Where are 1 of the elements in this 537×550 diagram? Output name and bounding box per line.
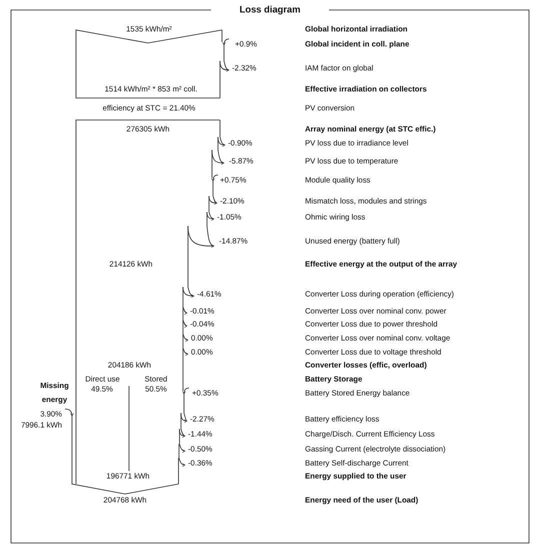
diagram-title: Loss diagram (240, 4, 300, 16)
